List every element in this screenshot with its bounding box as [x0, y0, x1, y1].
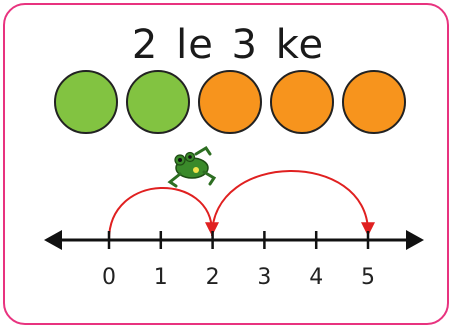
title-word-b: ke	[275, 22, 325, 68]
card-frame	[3, 3, 449, 325]
tick-label-4: 4	[309, 265, 323, 290]
orange-counter-3	[342, 70, 406, 134]
tick-label-1: 1	[154, 265, 168, 290]
number-line-left-arrow	[44, 230, 62, 250]
counter-row	[54, 70, 414, 134]
jump-arc-2-to-5	[211, 170, 375, 237]
frog-icon	[167, 145, 217, 188]
jump-arc-0-to-2	[108, 187, 219, 241]
green-counter-2	[126, 70, 190, 134]
tick-label-3: 3	[257, 265, 271, 290]
tick-label-5: 5	[361, 265, 375, 290]
number-line-right-arrow	[406, 230, 424, 250]
tick-group: 0 1 2 3 4 5	[102, 231, 375, 290]
page-title: 2 le 3 ke	[0, 22, 456, 68]
green-counter-1	[54, 70, 118, 134]
tick-label-0: 0	[102, 265, 116, 290]
title-word-a: le	[176, 22, 214, 68]
tick-label-2: 2	[206, 265, 220, 290]
title-number-a: 2	[131, 22, 159, 68]
title-number-b: 3	[231, 22, 258, 68]
orange-counter-1	[198, 70, 262, 134]
orange-counter-2	[270, 70, 334, 134]
